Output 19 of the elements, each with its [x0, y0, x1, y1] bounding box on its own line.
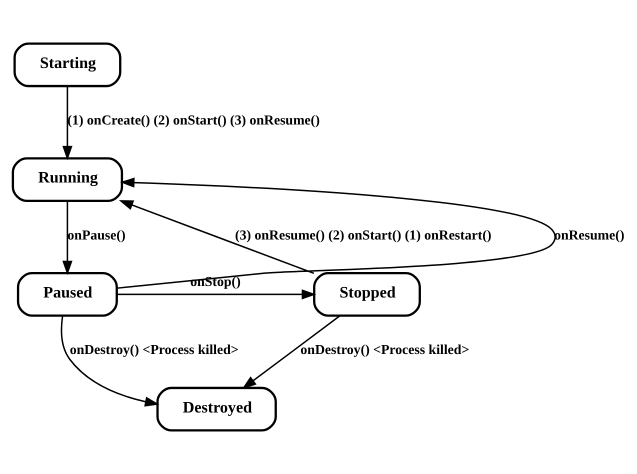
- edge-label: onPause(): [67, 227, 126, 242]
- node-box: Running: [12, 157, 124, 202]
- node-box: Starting: [13, 42, 122, 88]
- arrow: [242, 315, 341, 390]
- edge-label: onStop(): [190, 274, 241, 289]
- edge-label: (1) onCreate() (2) onStart() (3) onResume(): [67, 112, 320, 128]
- edge-label: onDestroy() <Process killed>: [70, 342, 239, 358]
- node-box: Destroyed: [156, 386, 277, 432]
- node-box: Paused: [16, 272, 118, 317]
- arrow: [62, 200, 72, 276]
- edge-label: onResume(): [554, 227, 624, 242]
- arrow: [116, 178, 556, 289]
- arrow: [62, 86, 72, 160]
- edge-label: onDestroy() <Process killed>: [300, 342, 470, 358]
- arrow: [116, 289, 316, 300]
- arrow: [60, 316, 160, 407]
- arrow: [118, 200, 314, 274]
- edge-label: (3) onResume() (2) onStart() (1) onRestart(): [234, 227, 492, 242]
- node-box: Stopped: [313, 272, 421, 317]
